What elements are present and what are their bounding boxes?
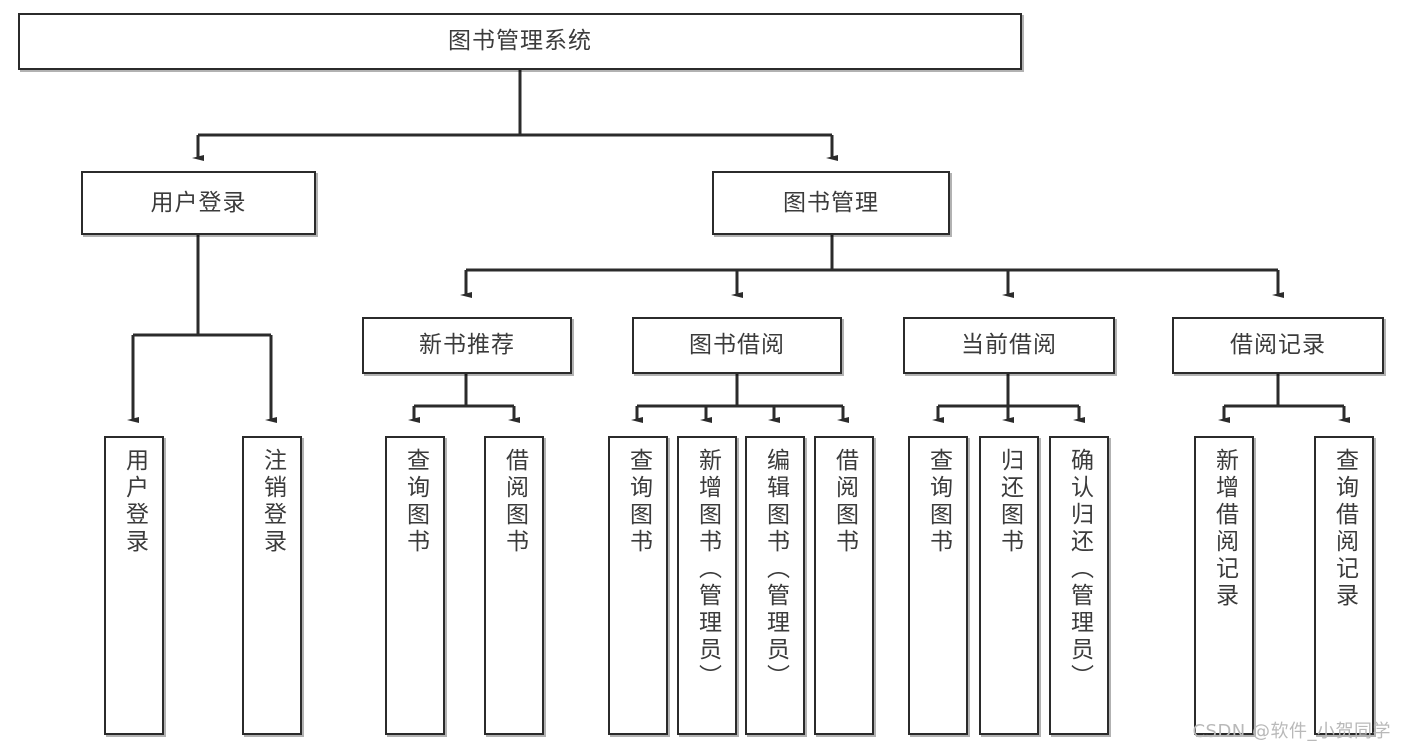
leaf-label: 查询图书 (925, 448, 952, 556)
leaf-current-return-book[interactable]: 归还图书 (979, 436, 1039, 735)
leaf-label: 借阅图书 (831, 448, 858, 556)
leaf-record-query[interactable]: 查询借阅记录 (1314, 436, 1374, 735)
leaf-label: 用户登录 (121, 448, 148, 556)
node-root[interactable]: 图书管理系统 (18, 13, 1022, 70)
leaf-label: 查询图书 (625, 448, 652, 556)
leaf-label: 借阅图书 (501, 448, 528, 556)
leaf-borrow-query-book[interactable]: 查询图书 (608, 436, 668, 735)
leaf-label: 新增图书（管理员） (694, 448, 721, 691)
leaf-user-login-logout[interactable]: 注销登录 (242, 436, 302, 735)
node-book-borrow-label: 图书借阅 (689, 332, 785, 359)
node-user-login-label: 用户登录 (150, 189, 247, 216)
node-book-borrow[interactable]: 图书借阅 (632, 317, 842, 374)
node-current-borrow-label: 当前借阅 (961, 332, 1057, 359)
leaf-label: 查询借阅记录 (1331, 448, 1358, 610)
node-book-management-label: 图书管理 (783, 189, 879, 216)
node-current-borrow[interactable]: 当前借阅 (903, 317, 1115, 374)
leaf-label: 归还图书 (996, 448, 1023, 556)
node-borrow-record-label: 借阅记录 (1230, 332, 1326, 359)
leaf-user-login-login[interactable]: 用户登录 (104, 436, 164, 735)
leaf-current-confirm-return[interactable]: 确认归还（管理员） (1049, 436, 1109, 735)
leaf-new-book-query[interactable]: 查询图书 (385, 436, 445, 735)
leaf-borrow-borrow-book[interactable]: 借阅图书 (814, 436, 874, 735)
node-new-book-recommend-label: 新书推荐 (419, 332, 515, 359)
leaf-label: 注销登录 (259, 448, 286, 556)
node-book-management[interactable]: 图书管理 (712, 171, 950, 235)
leaf-label: 确认归还（管理员） (1066, 448, 1093, 691)
leaf-borrow-add-book[interactable]: 新增图书（管理员） (677, 436, 737, 735)
leaf-borrow-edit-book[interactable]: 编辑图书（管理员） (745, 436, 805, 735)
watermark: CSDN @软件_小贺同学 (1192, 721, 1391, 742)
leaf-label: 编辑图书（管理员） (762, 448, 789, 691)
leaf-label: 新增借阅记录 (1211, 448, 1238, 610)
node-user-login[interactable]: 用户登录 (81, 171, 316, 235)
node-root-label: 图书管理系统 (448, 28, 592, 55)
leaf-label: 查询图书 (402, 448, 429, 556)
leaf-record-add[interactable]: 新增借阅记录 (1194, 436, 1254, 735)
leaf-new-book-borrow[interactable]: 借阅图书 (484, 436, 544, 735)
node-borrow-record[interactable]: 借阅记录 (1172, 317, 1384, 374)
node-new-book-recommend[interactable]: 新书推荐 (362, 317, 572, 374)
leaf-current-query-book[interactable]: 查询图书 (908, 436, 968, 735)
